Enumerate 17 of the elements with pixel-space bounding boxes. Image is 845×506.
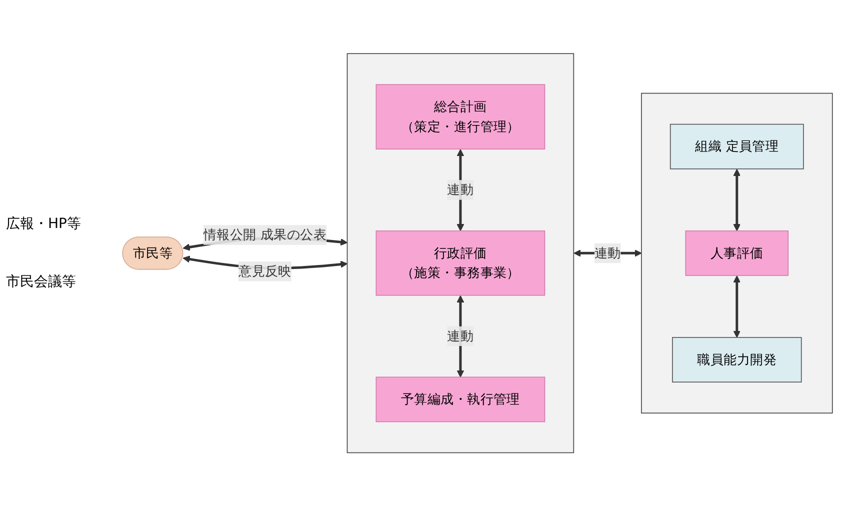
node-box: 予算編成・執行管理: [376, 376, 546, 422]
edge-label: 連動: [594, 244, 621, 260]
edge-label: 連動: [447, 182, 474, 198]
arrow: [733, 275, 741, 338]
arrow: [733, 168, 741, 232]
edge-label: 意見反映: [238, 262, 292, 279]
node-box: 行政評価 （施策・事務事業）: [376, 230, 546, 296]
node-box: 職員能力開発: [672, 336, 802, 382]
edge-label: 連動: [447, 328, 474, 344]
edge-label: 情報公開 成果の公表: [203, 226, 327, 242]
node-box: 総合計画 （策定・進行管理）: [376, 84, 546, 150]
cluster: [346, 53, 574, 453]
note-text: 広報・HP等: [6, 215, 82, 233]
node-box: 人事評価: [685, 230, 789, 276]
cluster: [641, 92, 833, 414]
node-box: 組織 定員管理: [670, 124, 804, 170]
note-text: 市民会議等: [6, 273, 77, 291]
